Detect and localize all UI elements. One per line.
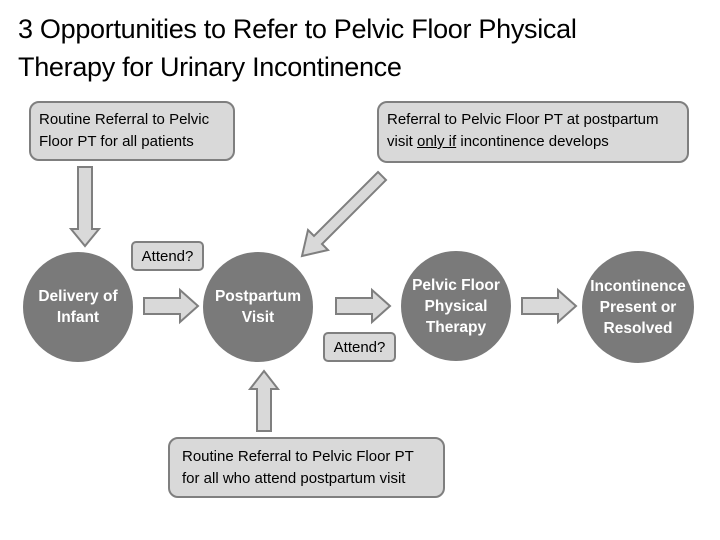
referral-box-postpartum-attendees: Routine Referral to Pelvic Floor PT for … [168,437,445,498]
attend-label-postpartum-text: Attend? [141,247,194,265]
step-postpartum-visit: Postpartum Visit [203,252,313,362]
step-pt-line2: Physical [424,297,488,315]
attend-label-pt: Attend? [323,332,396,362]
referral-box-only-if-line2: visit only if incontinence develops [387,131,679,153]
referral-box-all-patients-line1: Routine Referral to Pelvic [39,111,210,128]
slide-title: 3 Opportunities to Refer to Pelvic Floor… [18,10,708,86]
arrow-right-to-postpartum [143,287,200,325]
referral-box-all-patients-line2: Floor PT for all patients [39,133,194,150]
step-outcome-line3: Resolved [603,319,673,337]
arrow-right-to-outcome [521,287,578,325]
referral-box-only-if-line1: Referral to Pelvic Floor PT at postpartu… [387,111,659,128]
attend-label-pt-text: Attend? [333,338,386,356]
step-outcome-line2: Present or [599,298,677,316]
referral-box-only-if-suffix: incontinence develops [456,133,609,150]
step-pt-line1: Pelvic Floor [412,276,500,294]
referral-box-postpartum-line1: Routine Referral to Pelvic Floor PT [182,448,414,465]
title-line-2: Therapy for Urinary Incontinence [18,52,402,82]
step-postpartum-line2: Visit [241,309,275,326]
title-line-1: 3 Opportunities to Refer to Pelvic Floor… [18,14,577,44]
referral-box-only-if-incontinence: Referral to Pelvic Floor PT at postpartu… [377,101,689,163]
referral-box-only-if-prefix: visit [387,133,417,150]
step-pt-line3: Therapy [425,318,487,336]
arrow-diagonal-to-postpartum [300,170,388,258]
referral-box-all-patients: Routine Referral to Pelvic Floor PT for … [29,101,235,161]
step-postpartum-line1: Postpartum [214,288,302,305]
step-incontinence-outcome: Incontinence Present or Resolved [582,251,694,363]
step-pelvic-floor-pt: Pelvic Floor Physical Therapy [401,251,511,361]
step-delivery-line1: Delivery of [38,288,118,305]
step-outcome-line1: Incontinence [590,277,686,295]
arrow-down-to-delivery [68,166,102,248]
step-delivery-line2: Infant [56,309,100,326]
only-if-underlined: only if [417,133,457,150]
arrow-right-to-pt [335,287,392,325]
step-delivery-of-infant: Delivery of Infant [23,252,133,362]
arrow-up-to-postpartum [247,369,281,432]
referral-box-postpartum-line2: for all who attend postpartum visit [182,470,406,487]
attend-label-postpartum: Attend? [131,241,204,271]
